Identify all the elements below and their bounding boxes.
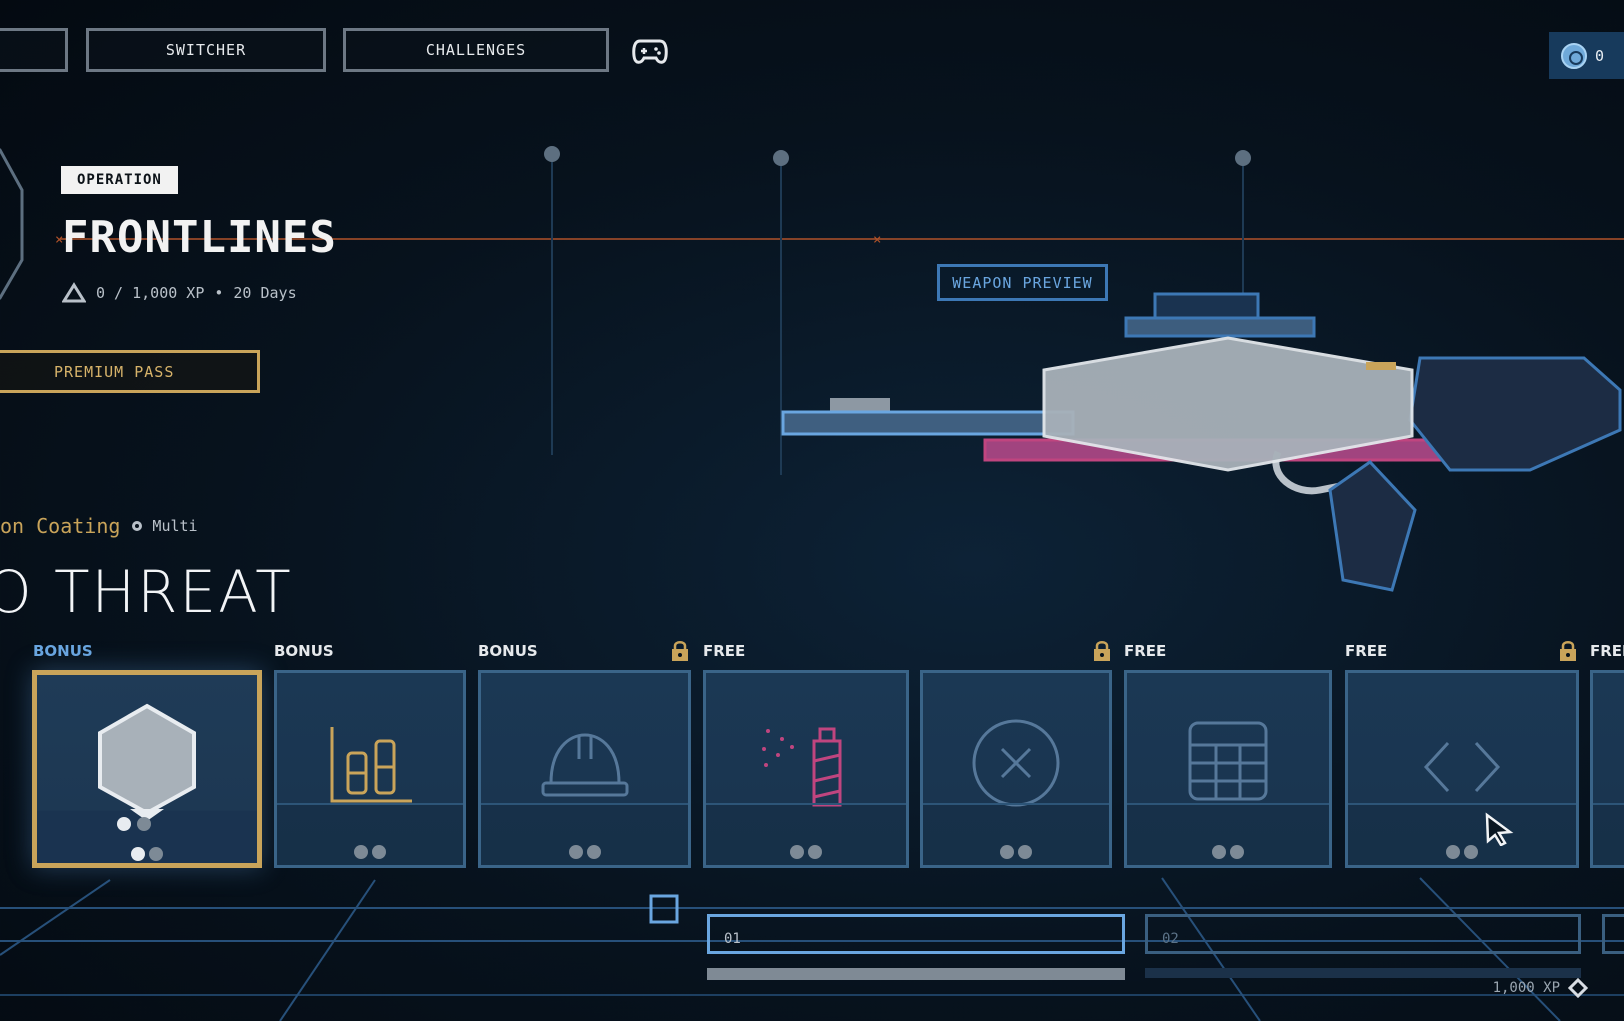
operation-progress: 0 / 1,000 XP • 20 Days — [62, 282, 297, 304]
grid-layout-icon — [1188, 721, 1268, 801]
tier-label-5: FREE — [1124, 642, 1167, 660]
pip — [790, 845, 804, 859]
tier-label-1: BONUS — [33, 642, 93, 660]
tier-label-partial: FREE — [1590, 642, 1624, 660]
pip — [1000, 845, 1014, 859]
credit-coin-icon — [1561, 42, 1587, 69]
pip — [568, 845, 583, 859]
level-marker-partial[interactable] — [1602, 914, 1624, 954]
card-pips — [481, 845, 688, 859]
weapon-model — [781, 292, 1622, 592]
level-number: 01 — [724, 931, 741, 947]
reward-card-4[interactable] — [703, 670, 909, 868]
lock-icon — [1560, 641, 1576, 661]
reward-card-5[interactable] — [920, 670, 1112, 868]
svg-text:×: × — [55, 232, 63, 248]
pip — [117, 817, 131, 831]
card-pips — [923, 845, 1109, 859]
code-brackets-icon — [1423, 741, 1501, 793]
card-divider — [923, 803, 1109, 805]
card-pips — [1348, 845, 1576, 859]
multi-tag: Multi — [132, 517, 198, 535]
pip — [808, 845, 822, 859]
card-divider — [706, 803, 906, 805]
card-pips — [277, 845, 463, 859]
card-divider — [481, 803, 688, 805]
reward-card-2[interactable] — [274, 670, 466, 868]
card-pips — [37, 847, 257, 861]
card-divider — [1593, 803, 1624, 805]
pip — [1212, 845, 1226, 859]
svg-text:×: × — [873, 232, 881, 248]
xp-triangle-icon — [62, 282, 86, 303]
pip — [1446, 845, 1460, 859]
pip — [354, 845, 368, 859]
pip — [149, 847, 163, 861]
nav-tab-partial[interactable] — [0, 28, 68, 72]
coating-hexagon-icon — [98, 703, 196, 821]
operation-title: FRONTLINES — [62, 212, 337, 263]
pip — [1464, 845, 1478, 859]
card-divider — [1127, 803, 1329, 805]
xp-footer-text: 1,000 XP — [1492, 980, 1560, 996]
reward-card-partial[interactable] — [1590, 670, 1624, 868]
spray-can-icon — [762, 727, 842, 807]
weapon-preview-button[interactable]: WEAPON PREVIEW — [937, 264, 1108, 301]
pip — [372, 845, 386, 859]
reward-card-selected[interactable] — [32, 670, 262, 868]
lock-icon — [1094, 641, 1110, 661]
gamepad-icon[interactable] — [632, 38, 668, 66]
coating-name: on Coating — [0, 514, 121, 538]
level-xp-requirement: 1,000 XP — [1493, 978, 1588, 998]
reward-card-6[interactable] — [1124, 670, 1332, 868]
helmet-icon — [541, 733, 628, 797]
level-marker-2[interactable]: 02 — [1145, 914, 1581, 954]
xp-diamond-icon — [1568, 978, 1588, 998]
lock-icon — [672, 641, 688, 661]
ammo-stats-icon — [330, 727, 412, 803]
card-pips — [706, 845, 906, 859]
reward-card-7[interactable] — [1345, 670, 1579, 868]
tier-label-6: FREE — [1345, 642, 1388, 660]
separator-dot: • — [214, 284, 224, 302]
switcher-button[interactable]: SWITCHER — [86, 28, 326, 72]
xp-text: 0 / 1,000 XP — [96, 284, 205, 302]
card-divider — [277, 803, 463, 805]
svg-text:×: × — [325, 232, 333, 248]
tier-label-3: BONUS — [478, 642, 538, 660]
preview-pips — [117, 817, 151, 831]
days-remaining: 20 Days — [233, 284, 297, 302]
reward-type: on Coating Multi — [0, 514, 198, 538]
pip — [131, 847, 145, 861]
reward-name: O THREAT — [0, 558, 293, 626]
challenges-button[interactable]: CHALLENGES — [343, 28, 609, 72]
pip — [586, 845, 601, 859]
currency-value: 0 — [1595, 46, 1605, 65]
multi-label: Multi — [152, 517, 198, 535]
close-circle-icon — [972, 719, 1060, 807]
multi-dot-icon — [132, 521, 143, 531]
card-pips — [1127, 845, 1329, 859]
mouse-cursor-icon — [1485, 812, 1514, 846]
currency-display[interactable]: 0 — [1549, 32, 1624, 79]
reward-card-3[interactable] — [478, 670, 691, 868]
tier-label-2: BONUS — [274, 642, 334, 660]
tier-label-4: FREE — [703, 642, 746, 660]
level-marker-1[interactable]: 01 — [707, 914, 1125, 954]
level-number: 02 — [1162, 931, 1179, 947]
card-divider — [1348, 803, 1576, 805]
pip — [137, 817, 151, 831]
pip — [1230, 845, 1244, 859]
premium-pass-button[interactable]: PREMIUM PASS — [0, 350, 260, 393]
pip — [1018, 845, 1032, 859]
operation-badge: OPERATION — [61, 166, 178, 194]
